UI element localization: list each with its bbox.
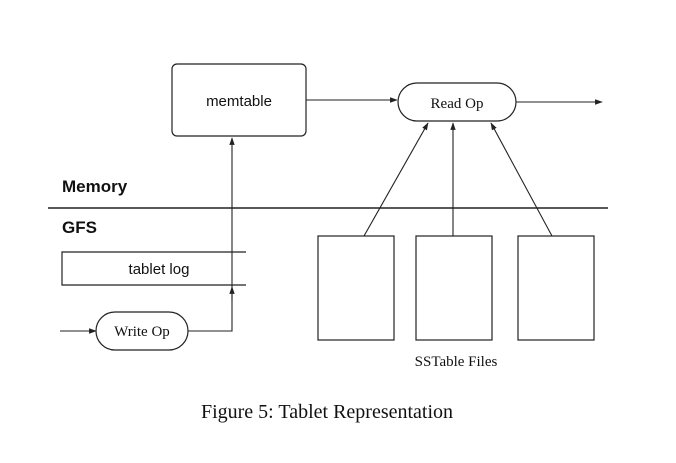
sstable-file-3 — [517, 235, 595, 341]
write-op-label: Write Op — [114, 324, 170, 340]
sstable-files-label: SSTable Files — [415, 354, 498, 370]
memtable-label: memtable — [206, 93, 272, 110]
sstable3-to-readop-arrow — [490, 122, 553, 237]
gfs-label: GFS — [62, 218, 97, 237]
figure-caption: Figure 5: Tablet Representation — [201, 401, 453, 423]
sstable-file-2 — [415, 235, 493, 341]
sstable1-to-readop-arrow — [363, 122, 429, 237]
tablet-log-box — [61, 251, 246, 286]
memory-label: Memory — [62, 177, 128, 196]
writeop-to-memtable-arrow — [188, 137, 235, 332]
tablet-log-label: tablet log — [129, 261, 190, 278]
sstable-file-1 — [317, 235, 395, 341]
read-op-label: Read Op — [431, 96, 484, 112]
